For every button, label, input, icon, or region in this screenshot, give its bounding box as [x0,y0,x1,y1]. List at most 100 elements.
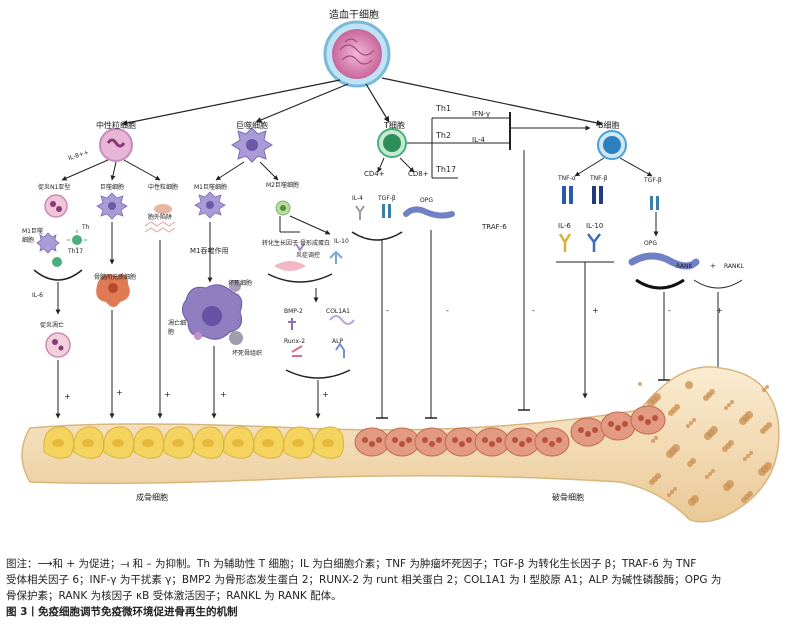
arrow-t-cd4 [377,157,385,173]
bone-trabecula [746,454,750,458]
m1-small-cell [36,232,60,254]
osteoclast-label: 破骨细胞 [552,493,584,502]
bone-trabecula [673,487,677,491]
ifn-label: IFN-γ [472,110,490,118]
bone-trabecula [688,498,696,506]
bone-trabecula [711,469,715,473]
bone-trabecula [666,450,674,458]
neu-inhibit-arc [33,269,83,281]
col-label: COL1A1 [326,308,350,315]
bone-trabeculae [638,381,772,506]
net-structure [144,204,176,233]
apoptotic-label: 凋亡细胞 [168,320,187,336]
sign-minus-2: - [446,306,449,315]
opg-b-shape [628,252,700,270]
runx2-label: Runx-2 [284,338,306,345]
th17-label: Th17 [436,165,457,174]
caption-note-line2: 受体相关因子 6；INF-γ 为干扰素 γ；BMP2 为骨形态发生蛋白 2；RU… [6,574,722,586]
bone-trabecula [730,400,734,404]
osteoclast-nucleus [369,441,375,447]
osteoclast-nucleus [436,437,442,443]
rank-label: RANK [676,263,693,270]
th1-label: Th1 [436,104,452,113]
figure: 造血干细胞 中性粒细胞 巨噬细胞 T细胞 B细胞 IL-8++ 促炎N1亚型 巨… [21,10,780,523]
osteoclast-nucleus [452,437,458,443]
th17-cell-small [52,257,62,267]
rankl-plus: + [710,262,716,270]
arrow-b-tgf [619,157,653,177]
osteoblast-nucleus [172,439,184,447]
bone-factor-label: 骨形成蛋白 [300,240,331,247]
osteoclast-nucleus [615,425,621,431]
osteoblast-nucleus [82,439,94,447]
bone-trabecula [649,479,655,485]
rank-arc [635,278,685,290]
arrow-mac-m2 [259,161,279,181]
bone-trabecula [749,451,753,455]
m1-label: M1巨噬细胞 [194,184,227,191]
arrow-neu-macro [110,161,117,181]
bone-trabecula [668,410,674,416]
th17-small-label: Th17 [68,248,84,255]
osteoblast-nucleus [292,439,304,447]
arrow-neu-net [123,159,161,181]
osteoblast-row [43,426,345,459]
arrow-hsc-macrophage [255,83,349,123]
sign-plus-5: + [322,390,329,399]
bcell-factors [556,186,659,263]
neutrophil-label: 中性粒细胞 [96,121,136,130]
bone-trabecula [727,403,731,407]
il10-m2-label: IL-10 [334,238,349,245]
arrow-b-tnf [574,157,605,177]
neu-macro-label: 巨噬细胞 [100,184,125,191]
bone-trabecula [685,381,693,389]
osteoclast-row [354,405,666,457]
bone-trabecula [651,439,655,443]
phagocytosis-cell [182,280,243,345]
arrow-t-cd8 [399,157,415,173]
net-sub-label: 胞外陷阱 [148,214,173,221]
osteoclast-nucleus [399,441,405,447]
cd4-label: CD4+ [364,170,385,178]
th-cell-small [67,230,87,250]
osteoclast-nucleus [519,441,525,447]
tcell-label: T细胞 [384,121,405,130]
arrow-hsc-neutrophil [121,79,341,126]
sign-plus-7: + [716,306,723,315]
dead-cell [45,332,71,358]
neutrophil-cell [99,128,133,162]
bcell-label: B细胞 [598,121,620,130]
m1-small-label: M1巨噬细胞 [22,228,43,244]
neu-macrophage-cell [96,192,128,220]
debris-label: 坏死骨组织 [232,350,263,357]
macrophage-cell [231,127,273,163]
osteoblast-nucleus [142,439,154,447]
n1-cell [44,194,68,218]
macrophage-label: 巨噬细胞 [236,121,268,130]
bone-trabecula [705,475,709,479]
osteoclast-nucleus [585,431,591,437]
tnfb-label: TNF-β [590,175,608,182]
sign-minus-1: - [386,306,389,315]
caption-note-line3: 骨保护素；RANK 为核因子 κB 受体激活因子；RANKL 为 RANK 配体… [6,590,342,602]
osteoclast-nucleus [376,437,382,443]
net-label: 中性粒细胞 [148,184,179,191]
bone-trabecula [687,461,693,467]
dying-label: 坏死细胞 [228,280,253,287]
osteoclast-nucleus [592,427,598,433]
il-minus-label: IL-6 [32,292,43,299]
arrow-hsc-tcell [365,83,390,123]
tgfb-t-label: TGF-β [378,195,396,202]
bone-trabecula [647,399,655,407]
traf-label: TRAF-6 [482,223,507,231]
bone-trabecula [667,493,671,497]
osteoclast-nucleus [496,437,502,443]
bone-trabecula [723,483,731,491]
osteoclast-nucleus [638,415,644,421]
th2-label: Th2 [436,131,452,140]
osteoclast-nucleus [622,421,628,427]
arrow-neu-n1 [61,159,109,181]
bone-trabecula [758,468,766,476]
bone-trabecula [708,472,712,476]
bone-trabecula [739,417,747,425]
